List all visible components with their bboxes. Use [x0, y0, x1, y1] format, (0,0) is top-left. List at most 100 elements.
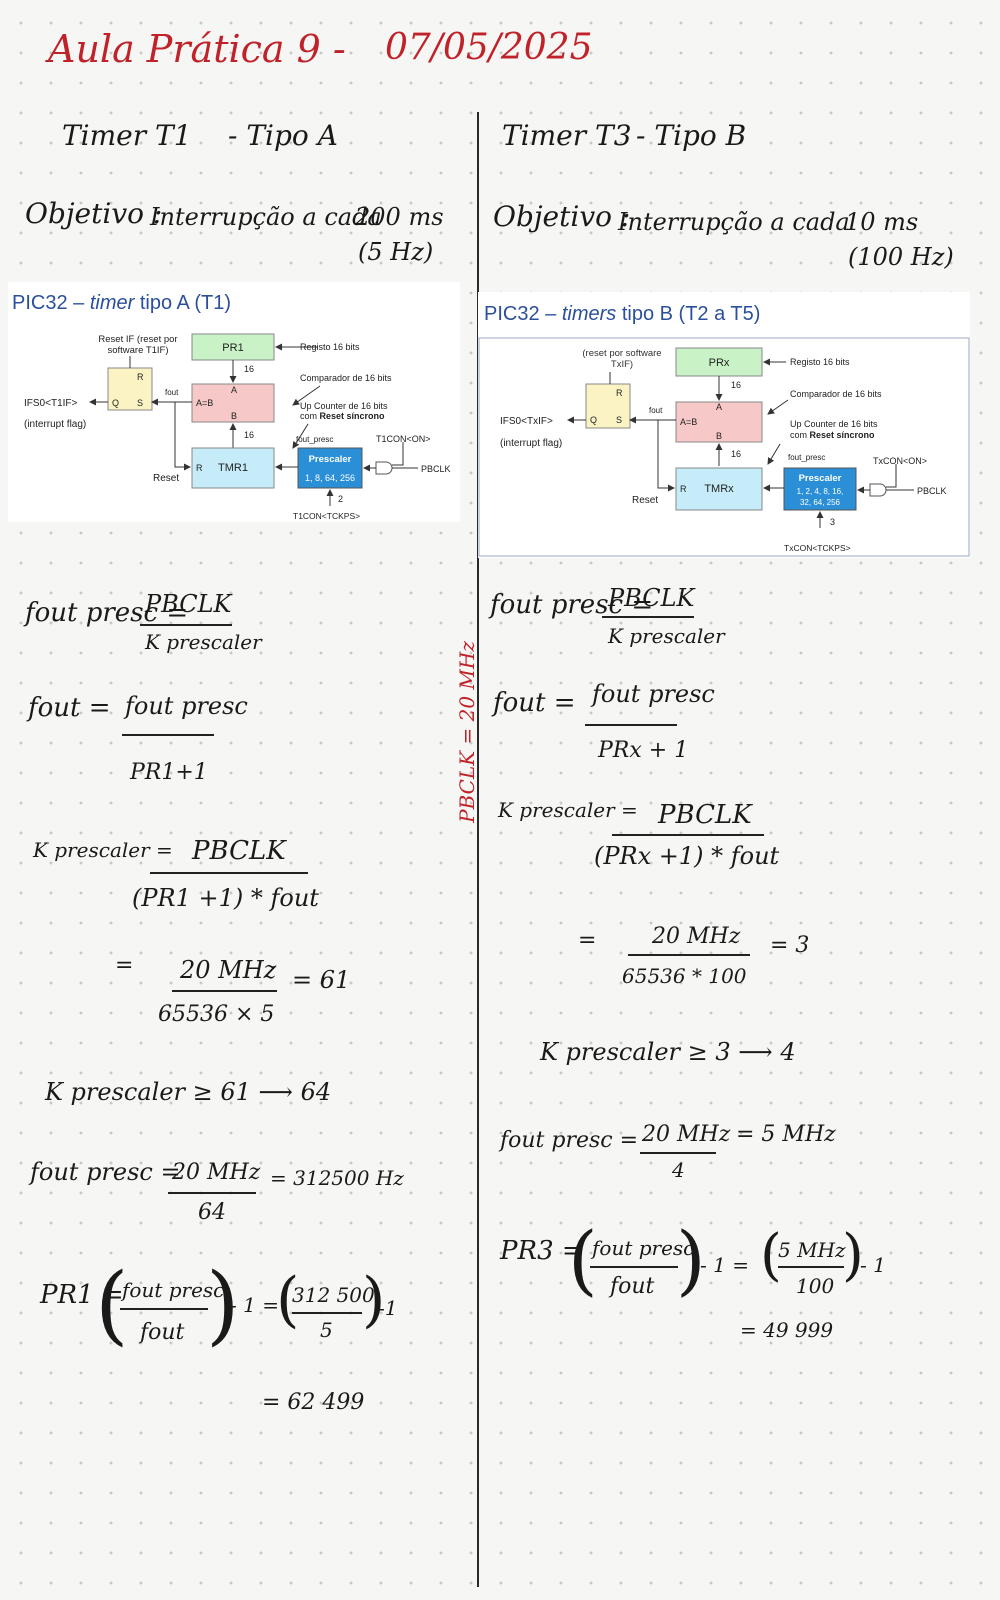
diagram-a-intflag: (interrupt flag): [24, 419, 86, 430]
right-objective-period: 10 ms: [845, 208, 919, 236]
right-eq6-den: 4: [672, 1158, 685, 1182]
left-eq1-num: PBCLK: [145, 590, 232, 618]
right-objective-text: Interrupção a cada: [618, 208, 850, 236]
right-eq7-bar: [590, 1266, 678, 1268]
diagram-a-registo: Registo 16 bits: [300, 342, 360, 352]
diagram-a-bits16a: 16: [244, 364, 254, 374]
diagram-a-q: Q: [112, 398, 119, 408]
left-eq2-num: fout presc: [125, 692, 248, 720]
diagram-a-comparator-box: [191, 383, 275, 423]
diagram-a-flipflop: [107, 367, 153, 411]
left-eq7-lhs: PR1 =: [40, 1280, 124, 1310]
left-objective-freq: (5 Hz): [358, 238, 434, 266]
right-eq7-paren-open: (: [568, 1215, 598, 1304]
left-eq1-den: K prescaler: [145, 630, 262, 654]
left-eq4-num: 20 MHz: [180, 956, 277, 984]
left-objective-period: 200 ms: [355, 203, 444, 231]
diagram-a-b: B: [231, 411, 237, 421]
diagram-b-pr: PRx: [709, 357, 730, 369]
right-eq1-lhs: fout presc =: [490, 590, 654, 620]
svg-text:com Reset síncrono: com Reset síncrono: [300, 411, 385, 421]
left-eq7-den: fout: [140, 1320, 185, 1345]
right-eq4-eq: =: [578, 928, 597, 953]
diagram-a-comparador: Comparador de 16 bits: [300, 373, 392, 383]
right-eq8: = 49 999: [740, 1318, 834, 1342]
diagram-a-prescaler: Prescaler: [309, 454, 352, 465]
right-eq7-paren-close: ): [676, 1215, 706, 1304]
diagram-b-counter1: Up Counter de 16 bits: [790, 419, 878, 429]
svg-text:com Reset síncrono: com Reset síncrono: [790, 430, 875, 440]
diagram-b-tcon-on: TxCON<ON>: [873, 456, 927, 466]
right-objective-freq: (100 Hz): [848, 243, 954, 271]
right-eq6-result: = 5 MHz: [736, 1122, 836, 1147]
timer-type-a-diagram: PIC32 – timer tipo A (T1) Reset IF (rese…: [8, 282, 460, 522]
diagram-a-pr: PR1: [222, 342, 243, 354]
diagram-b-fout: fout: [649, 406, 663, 415]
diagram-b-reset: Reset: [632, 495, 658, 506]
diagram-b-aeqb: A=B: [680, 417, 697, 427]
diagram-b-s: S: [616, 415, 622, 425]
left-eq7-num2: 312 500: [292, 1283, 375, 1307]
left-eq7-paren-open2: (: [276, 1265, 300, 1335]
right-eq6-bar: [640, 1152, 716, 1154]
left-eq4-result: = 61: [292, 966, 351, 994]
right-objective-label: Objetivo :: [493, 200, 631, 233]
left-eq3-lhs: K prescaler =: [33, 838, 173, 862]
left-eq3-num: PBCLK: [192, 836, 286, 866]
diagram-b-r: R: [616, 388, 623, 398]
diagram-a-tcon-on: T1CON<ON>: [376, 434, 431, 444]
right-eq7-num2: 5 MHz: [778, 1238, 846, 1262]
right-eq3-den: (PRx +1) * fout: [594, 842, 780, 870]
right-eq4-den: 65536 * 100: [622, 964, 747, 988]
diagram-a-prescaler-vals: 1, 8, 64, 256: [305, 473, 355, 483]
left-eq6-result: = 312500 Hz: [270, 1166, 404, 1190]
diagram-b-title: PIC32 – timers tipo B (T2 a T5): [484, 303, 761, 325]
column-divider: [477, 112, 479, 1587]
diagram-a-tmr: TMR1: [218, 462, 248, 474]
diagram-a-pr-box: [191, 333, 275, 361]
diagram-a-prescaler-box: [297, 447, 363, 489]
diagram-b-tmr: TMRx: [704, 483, 734, 495]
left-eq5: K prescaler ≥ 61 ⟶ 64: [45, 1078, 332, 1106]
diagram-b-q: Q: [590, 415, 597, 425]
diagram-b-prescaler-vals: 1, 2, 4, 8, 16,: [797, 487, 844, 496]
right-eq7-mid: - 1 =: [700, 1253, 749, 1277]
right-eq7-den2: 100: [796, 1274, 835, 1298]
diagram-b-pr-box: [675, 347, 763, 377]
diagram-a-s: S: [137, 398, 143, 408]
diagram-a-fout: fout: [165, 388, 179, 397]
pbclk-note: PBCLK = 20 MHz: [455, 641, 479, 823]
page-date: 07/05/2025: [385, 27, 593, 68]
diagram-a-bits2: 2: [338, 494, 343, 504]
right-eq1-bar: [602, 616, 694, 618]
diagram-a-counter1: Up Counter de 16 bits: [300, 401, 388, 411]
diagram-b-reset-if2: TxIF): [611, 359, 633, 370]
diagram-b-intflag: (interrupt flag): [500, 438, 562, 449]
right-eq4-bar: [628, 954, 750, 956]
diagram-a-reset: Reset: [153, 473, 179, 484]
right-eq6-num: 20 MHz: [642, 1122, 731, 1147]
left-eq6-lhs: fout presc =: [30, 1158, 181, 1186]
right-eq4-result: = 3: [770, 933, 810, 958]
right-eq7-den: fout: [610, 1274, 655, 1299]
right-eq7-end: - 1: [860, 1253, 886, 1277]
left-eq7-mid: - 1 =: [230, 1293, 279, 1317]
left-objective-label: Objetivo :: [25, 197, 163, 230]
left-eq2-bar: [122, 734, 214, 736]
diagram-a-bits16b: 16: [244, 430, 254, 440]
diagram-b-flipflop: [585, 383, 631, 429]
right-eq3-lhs: K prescaler =: [498, 798, 638, 822]
left-timer-title: Timer T1: [62, 119, 192, 152]
left-eq2-den: PR1+1: [130, 760, 208, 785]
diagram-b-b: B: [716, 431, 722, 441]
diagram-a-fout-presc: fout_presc: [296, 435, 333, 444]
right-eq3-num: PBCLK: [658, 800, 752, 830]
right-eq7-bar2: [778, 1266, 844, 1268]
left-eq7-num: fout presc: [122, 1278, 225, 1302]
right-eq1-num: PBCLK: [608, 584, 695, 612]
left-eq6-num: 20 MHz: [172, 1160, 261, 1185]
right-timer-title: Timer T3: [502, 119, 632, 152]
diagram-b-prescaler: Prescaler: [799, 473, 842, 484]
left-eq7-paren-close: ): [206, 1255, 240, 1355]
diagram-b-svg: (reset por software TxIF) R S Q IFS0<TxI…: [478, 337, 970, 557]
